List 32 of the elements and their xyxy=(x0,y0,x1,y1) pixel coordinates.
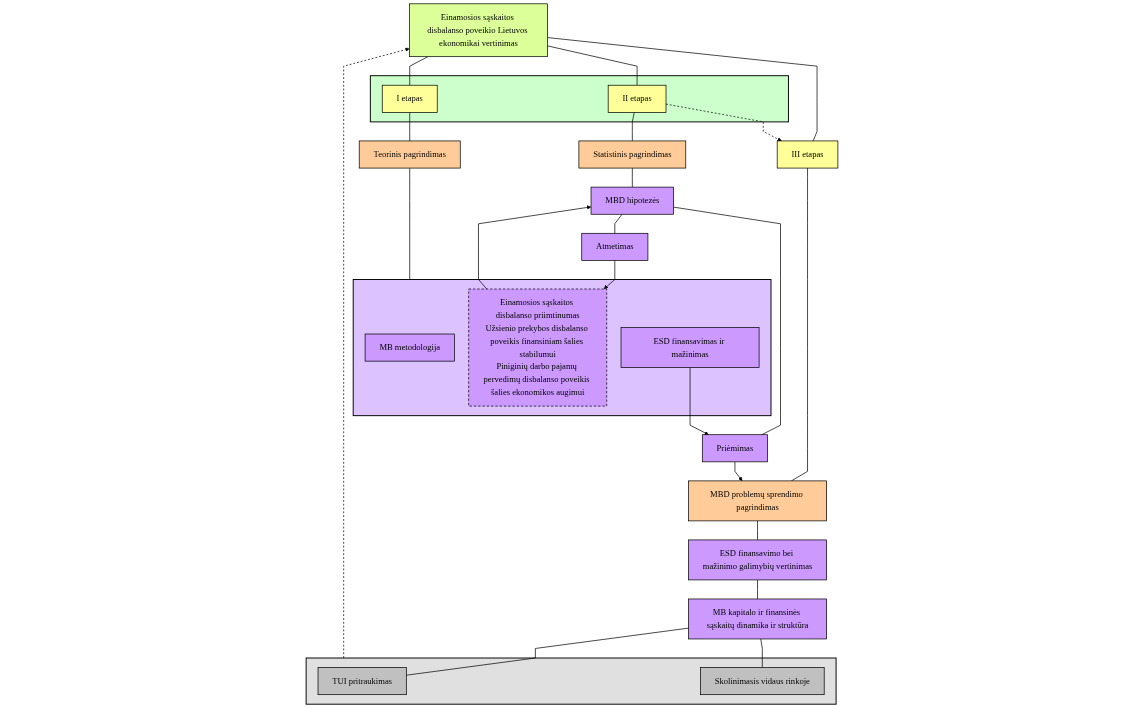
node-box: Atmetimas xyxy=(581,232,649,261)
connector xyxy=(791,167,808,482)
connector xyxy=(409,56,429,86)
node-box: MB kapitalo ir finansinės sąskaitų dinamika ir struktūra xyxy=(688,598,827,640)
node-box: Einamosios sąskaitos disbalanso poveikio Lietuvos ekonomikai vertinimas xyxy=(409,3,548,57)
node-box: MBD problemų sprendimo pagrindimas xyxy=(688,480,827,522)
connector xyxy=(409,167,411,280)
node-box: Einamosios sąskaitos disbalanso priimtinumas Užsienio prekybos disbalanso poveikis finansiniam šalies stabilumui Piniginių darbo pajamų pervedimų disbalanso poveikis šalies ekonomikos augimui xyxy=(468,288,608,407)
node-box: ESD finansavimo bei mažinimo galimybių vertinimas xyxy=(688,539,827,581)
node-box: III etapas xyxy=(776,140,839,169)
node-box: MB metodologija xyxy=(364,333,455,362)
cluster xyxy=(369,75,789,123)
connector xyxy=(631,112,635,142)
node-box: Skolinimasis vidaus rinkoje xyxy=(700,667,825,696)
connector xyxy=(757,520,758,541)
cluster xyxy=(305,657,837,705)
connector xyxy=(631,167,633,188)
connector xyxy=(614,213,623,234)
node-box: ESD finansavimas ir mažinimas xyxy=(620,327,760,368)
connector xyxy=(405,627,689,676)
node-box: II etapas xyxy=(607,84,667,113)
connector xyxy=(760,638,763,668)
cluster xyxy=(352,279,772,417)
connector xyxy=(409,112,411,142)
node-box: I etapas xyxy=(381,84,438,113)
node-box: Statistinis pagrindimas xyxy=(578,140,687,169)
node-box: Teorinis pagrindimas xyxy=(358,140,461,169)
connector xyxy=(757,579,758,600)
connector xyxy=(547,45,638,86)
node-box: Priėmimas xyxy=(701,434,768,463)
node-box: TUI pritraukimas xyxy=(317,667,407,696)
node-box: MBD hipotezės xyxy=(590,186,674,215)
